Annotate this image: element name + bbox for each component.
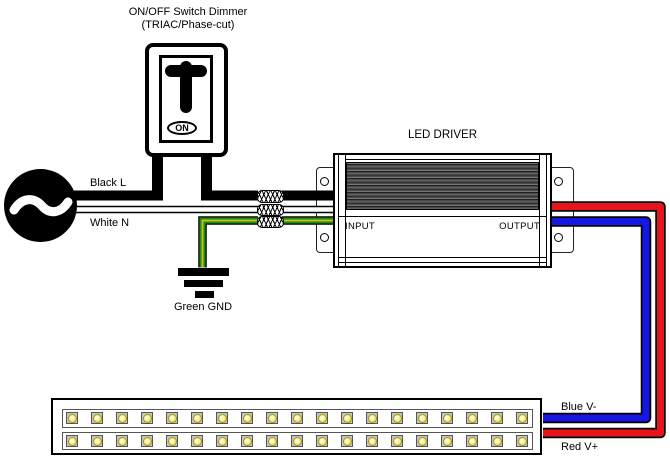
driver-end-cap-right <box>539 155 547 266</box>
led-module <box>316 435 328 447</box>
led-module <box>416 435 428 447</box>
led-module <box>466 435 478 447</box>
led-driver-body: INPUT OUTPUT <box>333 153 552 268</box>
led-module <box>366 435 378 447</box>
ground-icon <box>178 268 229 276</box>
led-module <box>316 412 328 424</box>
led-module <box>416 412 428 424</box>
led-module <box>66 412 78 424</box>
screw-hole-icon <box>320 177 329 186</box>
ground-icon <box>195 291 214 298</box>
led-module <box>466 412 478 424</box>
led-module <box>391 412 403 424</box>
driver-heatsink-hatch <box>346 162 539 210</box>
led-module <box>441 435 453 447</box>
ac-source <box>4 169 77 242</box>
led-module <box>166 412 178 424</box>
led-module <box>191 435 203 447</box>
led-module <box>116 435 128 447</box>
led-module <box>516 435 528 447</box>
led-module <box>341 435 353 447</box>
toggle-lever-bar-icon <box>165 65 207 77</box>
dimmer-label-line2: (TRIAC/Phase-cut) <box>141 19 235 31</box>
led-module <box>441 412 453 424</box>
switch-left-terminal <box>152 155 163 200</box>
led-module <box>116 412 128 424</box>
label-blue-vminus: Blue V- <box>561 401 597 413</box>
driver-title: LED DRIVER <box>407 129 478 141</box>
led-module <box>491 412 503 424</box>
led-module <box>91 435 103 447</box>
wire-connector-neutral <box>257 204 284 216</box>
led-module <box>341 412 353 424</box>
led-module <box>216 435 228 447</box>
led-module <box>166 435 178 447</box>
ac-sine-icon <box>9 195 73 217</box>
screw-hole-icon <box>554 177 563 186</box>
wire-connector-line <box>257 190 284 203</box>
led-module <box>241 435 253 447</box>
switch-right-terminal <box>201 155 212 200</box>
led-module <box>266 435 278 447</box>
dimmer-label: ON/OFF Switch Dimmer (TRIAC/Phase-cut) <box>103 6 273 32</box>
driver-end-cap-left <box>338 155 346 266</box>
led-module <box>216 412 228 424</box>
led-module <box>66 435 78 447</box>
label-white-n: White N <box>90 217 130 229</box>
led-module <box>91 412 103 424</box>
screw-hole-icon <box>320 233 329 242</box>
led-module <box>241 412 253 424</box>
driver-mid-line <box>338 216 547 217</box>
led-strip <box>51 398 542 455</box>
label-black-l: Black L <box>90 177 127 189</box>
led-module <box>141 412 153 424</box>
led-module <box>391 435 403 447</box>
switch-on-badge: ON <box>167 121 197 135</box>
dimmer-label-line1: ON/OFF Switch Dimmer <box>128 6 248 18</box>
driver-output-label: OUTPUT <box>499 221 540 232</box>
driver-top-line <box>345 159 540 160</box>
driver-input-label: INPUT <box>345 221 375 232</box>
led-module <box>516 412 528 424</box>
label-green-gnd: Green GND <box>173 301 233 313</box>
screw-hole-icon <box>554 233 563 242</box>
driver-bottom-line <box>338 257 547 263</box>
wire-connector-ground <box>257 215 284 228</box>
label-red-vplus: Red V+ <box>561 441 598 453</box>
led-module <box>366 412 378 424</box>
ground-icon <box>184 280 223 287</box>
led-module <box>191 412 203 424</box>
led-module <box>141 435 153 447</box>
led-module <box>291 435 303 447</box>
led-module <box>291 412 303 424</box>
led-module <box>266 412 278 424</box>
led-module <box>491 435 503 447</box>
